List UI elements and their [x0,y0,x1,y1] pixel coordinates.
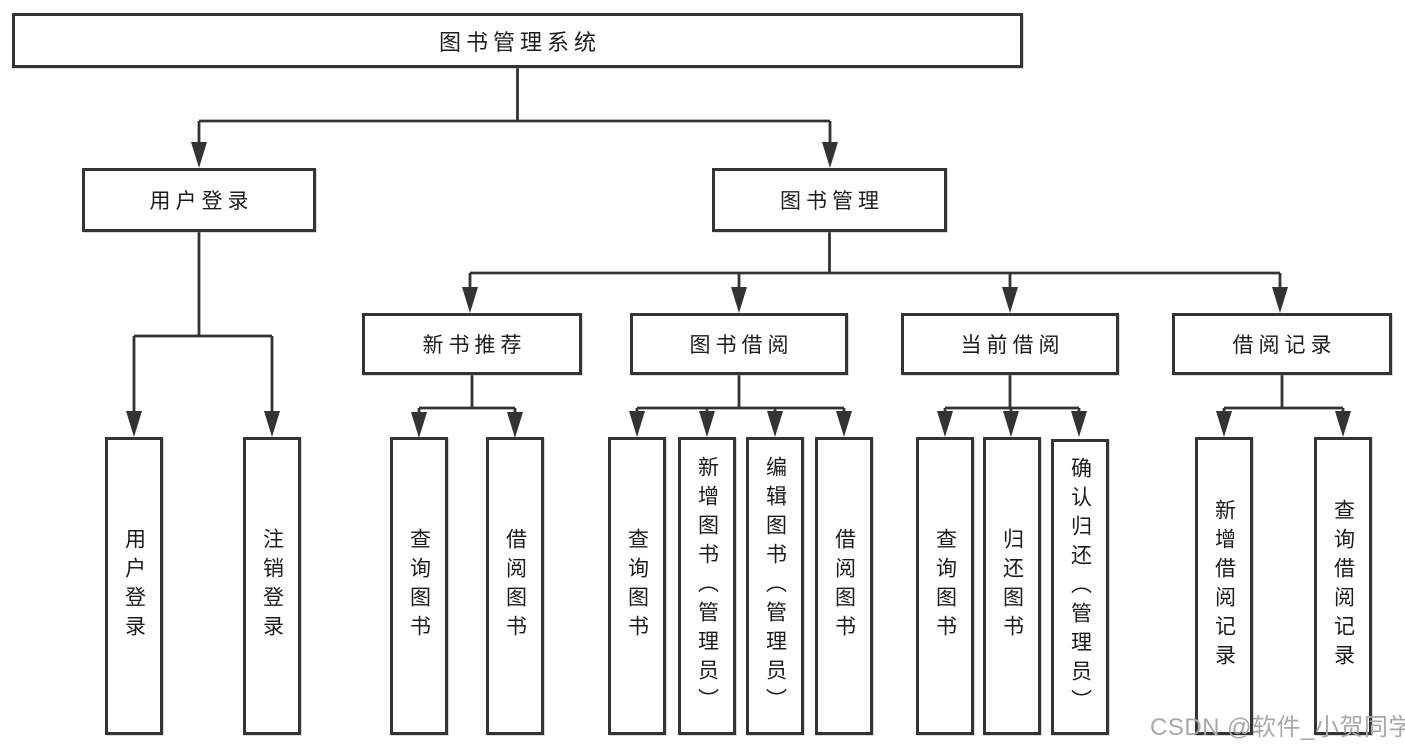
leaf-query-books-1: 查询图书 [390,437,448,735]
leaf-label: 查询图书 [407,528,431,644]
arrowhead [822,142,838,168]
node-borrow-records: 借阅记录 [1172,313,1392,375]
arrowhead [507,412,523,438]
arrowhead [629,411,645,437]
connector-current-borrow-group [943,375,1081,418]
leaf-query-borrow-record: 查询借阅记录 [1314,437,1372,735]
leaf-add-book-admin: 新增图书（管理员） [678,437,736,735]
arrowhead [937,411,953,437]
leaf-label: 查询借阅记录 [1331,499,1355,673]
leaf-label: 新增借阅记录 [1212,499,1236,673]
leaf-label: 借阅图书 [832,528,856,644]
leaf-label: 用户登录 [122,528,146,644]
node-book-management-branch: 图书管理 [712,168,947,232]
connector-book-management-group [468,232,1282,293]
arrowhead [462,287,478,313]
leaf-confirm-return-admin: 确认归还（管理员） [1051,439,1109,735]
node-book-borrow: 图书借阅 [630,313,848,375]
csdn-watermark: CSDN @软件_小贺同学 [1150,714,1405,741]
arrowhead [699,411,715,437]
arrowhead [767,411,783,437]
connector-book-borrow-group [635,375,846,418]
leaf-add-borrow-record: 新增借阅记录 [1195,437,1253,735]
leaf-label: 查询图书 [933,528,957,644]
leaf-label: 归还图书 [1000,528,1024,644]
leaf-label: 编辑图书（管理员） [763,455,787,717]
connector-root-to-level2 [197,68,832,148]
arrowhead [1216,411,1232,437]
node-current-borrow: 当前借阅 [901,313,1119,375]
connector-borrow-records-group [1222,375,1345,418]
leaf-user-login: 用户登录 [105,437,163,735]
arrowhead [836,411,852,437]
leaf-query-books-2: 查询图书 [608,437,666,735]
arrowhead [411,412,427,438]
arrowhead [126,411,142,437]
arrowhead [731,287,747,313]
leaf-edit-book-admin: 编辑图书（管理员） [746,437,804,735]
leaf-label: 确认归还（管理员） [1068,456,1092,718]
leaf-return-book: 归还图书 [983,437,1041,735]
leaf-logout: 注销登录 [243,437,301,735]
arrowhead [191,142,207,168]
node-user-login-branch: 用户登录 [82,168,316,232]
leaf-query-books-3: 查询图书 [916,437,974,735]
leaf-borrow-books-2: 借阅图书 [815,437,873,735]
arrowhead [1272,287,1288,313]
node-library-system: 图书管理系统 [12,13,1023,68]
connector-new-book-group [417,375,517,418]
node-new-book-recommend: 新书推荐 [362,313,582,375]
leaf-label: 新增图书（管理员） [695,455,719,717]
leaf-label: 借阅图书 [503,528,527,644]
arrowhead [1335,411,1351,437]
leaf-label: 查询图书 [625,528,649,644]
leaf-borrow-books-1: 借阅图书 [486,437,544,735]
connector-user-login-group [132,232,274,418]
arrowhead [1071,411,1087,437]
arrowhead [1002,287,1018,313]
leaf-label: 注销登录 [260,528,284,644]
arrowhead [1003,411,1019,437]
arrowhead [264,411,280,437]
